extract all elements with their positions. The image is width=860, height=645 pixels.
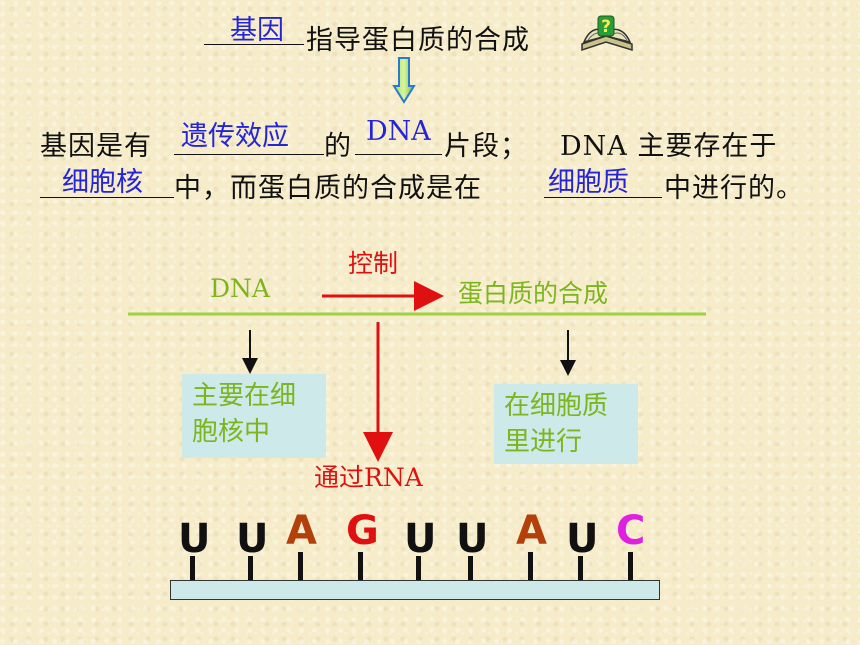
svg-text:?: ? — [601, 17, 611, 37]
rna-base-stem — [416, 556, 421, 582]
rna-base-stem — [298, 552, 303, 582]
statement-part6: 中进行的。 — [664, 173, 804, 204]
rna-base-g: G — [346, 508, 379, 554]
rna-backbone — [170, 580, 660, 600]
statement-part3: 片段； — [444, 131, 528, 162]
rna-base-u: U — [236, 516, 269, 562]
statement-part4: DNA 主要存在于 — [560, 131, 778, 162]
control-label: 控制 — [348, 249, 399, 278]
blank-3 — [40, 197, 174, 198]
nucleus-box-line2: 胞核中 — [192, 417, 271, 447]
title-blank — [204, 44, 304, 45]
rna-base-u: U — [178, 516, 211, 562]
fill-dna: DNA — [366, 116, 431, 147]
rna-base-stem — [468, 556, 473, 582]
statement-part1: 基因是有 — [40, 131, 152, 162]
rna-base-stem — [248, 556, 253, 582]
fill-cytoplasm: 细胞质 — [548, 167, 629, 198]
title-text: 指导蛋白质的合成 — [306, 25, 530, 56]
via-rna-label: 通过RNA — [314, 463, 423, 492]
rna-base-stem — [190, 556, 195, 582]
cytoplasm-box-line1: 在细胞质 — [504, 391, 609, 421]
title-fill: 基因 — [230, 15, 284, 46]
rna-base-c: C — [616, 508, 646, 554]
fill-nucleus: 细胞核 — [62, 167, 143, 198]
nucleus-box: 主要在细 胞核中 — [182, 374, 326, 458]
rna-base-u: U — [456, 516, 489, 562]
rna-base-u: U — [404, 516, 437, 562]
book-question-icon: ? — [578, 14, 636, 58]
rna-base-stem — [628, 552, 633, 582]
cytoplasm-box: 在细胞质 里进行 — [494, 384, 638, 464]
rna-base-stem — [578, 556, 583, 582]
rna-base-u: U — [566, 516, 599, 562]
nucleus-box-line1: 主要在细 — [192, 381, 297, 411]
protein-synthesis-label: 蛋白质的合成 — [458, 279, 609, 308]
rna-base-a: A — [516, 508, 547, 554]
statement-part2: 的 — [324, 131, 352, 162]
rna-base-stem — [528, 552, 533, 582]
dna-label: DNA — [210, 274, 270, 303]
rna-base-a: A — [286, 508, 317, 554]
fill-heredity-effect: 遗传效应 — [181, 121, 289, 152]
rna-base-stem — [358, 552, 363, 582]
cytoplasm-box-line2: 里进行 — [504, 427, 583, 457]
statement-part5: 中，而蛋白质的合成是在 — [174, 173, 482, 204]
down-arrow-icon — [392, 56, 416, 108]
blank-4 — [544, 197, 662, 198]
blank-2 — [355, 154, 442, 155]
blank-1 — [174, 154, 324, 155]
